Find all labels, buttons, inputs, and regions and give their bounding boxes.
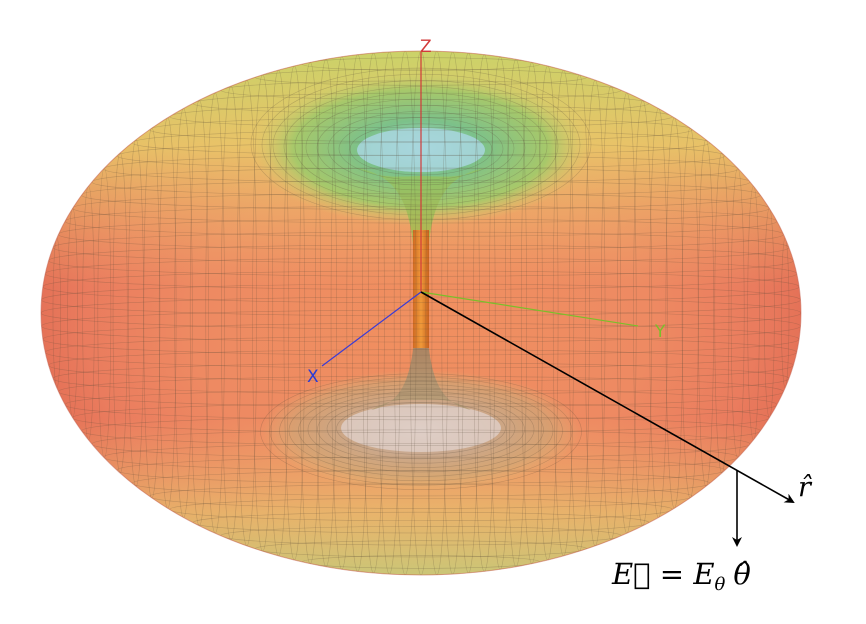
e-theta-symbol: E xyxy=(692,557,714,591)
e-vector-symbol: E⃗ xyxy=(611,557,651,591)
field-vectors xyxy=(420,291,795,547)
mesh-longitude-line xyxy=(410,51,432,575)
mesh-bowl-ring xyxy=(327,399,515,459)
x-axis xyxy=(321,291,422,367)
x-axis-label: X xyxy=(307,367,319,387)
mesh-bowl-ring xyxy=(289,384,553,476)
mesh-bowl-ring xyxy=(299,388,544,472)
mesh-latitude-line xyxy=(41,297,801,329)
r-hat-arrow xyxy=(420,291,795,503)
y-axis xyxy=(420,291,639,327)
mesh-bowl-ring xyxy=(280,381,563,481)
theta-hat-symbol: θ̂ xyxy=(733,557,750,591)
r-hat-label: r̂ xyxy=(798,472,813,503)
mesh-bowl-ring xyxy=(337,402,506,454)
y-axis-label: Y xyxy=(654,322,666,342)
mesh-bowl-ring xyxy=(308,392,534,468)
equals-sign: = xyxy=(651,557,694,591)
bottom-funnel xyxy=(371,340,471,410)
mesh-bowl-ring xyxy=(270,377,572,485)
torus-outline xyxy=(40,50,802,576)
theta-subscript: θ xyxy=(715,574,726,595)
mesh-bowl-ring xyxy=(261,374,582,490)
field-equation: E⃗ = Eθ θ̂ xyxy=(611,557,751,595)
coordinate-axes: Z Y X xyxy=(307,37,666,387)
mesh-bowl-ring xyxy=(318,395,525,463)
z-axis-label: Z xyxy=(420,37,432,57)
